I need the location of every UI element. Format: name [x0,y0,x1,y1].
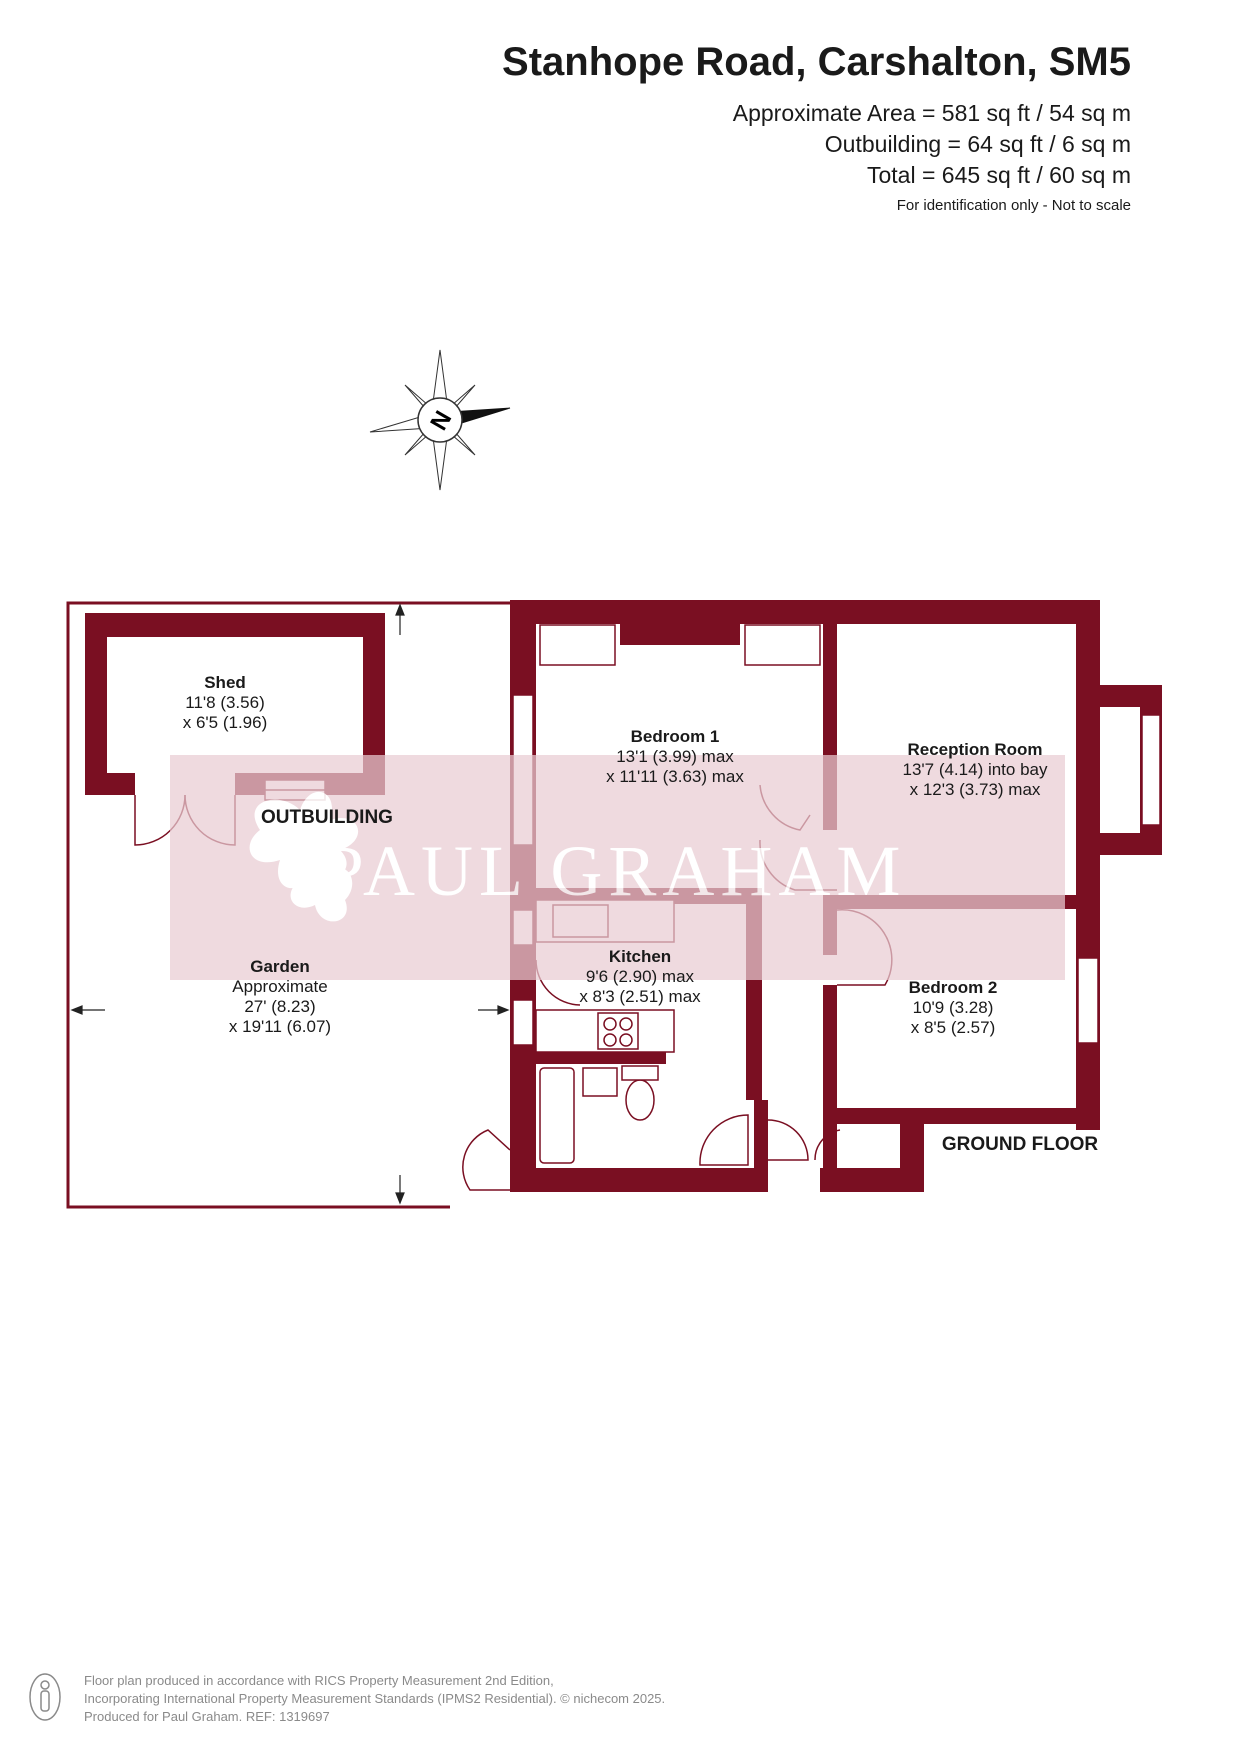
garden-dim1: 27' (8.23) [244,997,315,1016]
kitchen-dim1: 9'6 (2.90) max [586,967,695,986]
kitchen-name: Kitchen [609,947,671,966]
shed-dim2: x 6'5 (1.96) [183,713,268,732]
outbuilding-area: Outbuilding = 64 sq ft / 6 sq m [824,131,1131,157]
reception-dim1: 13'7 (4.14) into bay [902,760,1048,779]
basin-icon [582,1067,618,1097]
outbuilding-label: OUTBUILDING [261,807,393,828]
bedroom2-name: Bedroom 2 [909,978,998,997]
reception-name: Reception Room [907,740,1042,759]
leaf-logo-icon [249,791,359,922]
person-scale-icon [29,1673,61,1721]
page-title: Stanhope Road, Carshalton, SM5 [502,40,1131,84]
shed-name: Shed [204,673,246,692]
bedroom1-dim1: 13'1 (3.99) max [616,747,734,766]
garden-boundary [66,601,510,1209]
watermark-text: PAUL GRAHAM [324,831,907,911]
room-labels: Shed 11'8 (3.56) x 6'5 (1.96) OUTBUILDIN… [183,673,1099,1155]
total-area: Total = 645 sq ft / 60 sq m [866,162,1131,188]
footer-line-1: Floor plan produced in accordance with R… [84,1673,554,1688]
ground-floor-label: GROUND FLOOR [942,1134,1098,1155]
garden-dim2: x 19'11 (6.07) [229,1017,331,1036]
bedroom1-name: Bedroom 1 [631,727,720,746]
approximate-area: Approximate Area = 581 sq ft / 54 sq m [732,100,1131,126]
compass-rose-icon: N [369,349,511,491]
watermark: PAUL GRAHAM [170,755,1065,980]
garden-name: Garden [250,957,310,976]
toilet-icon [625,1079,655,1121]
garden-dim0: Approximate [232,977,327,996]
garden-arrows [70,603,510,1205]
footer-line-2: Incorporating International Property Mea… [84,1691,666,1706]
bedroom2-dim1: 10'9 (3.28) [913,998,994,1017]
bedroom2-dim2: x 8'5 (2.57) [911,1018,996,1037]
shed-dim1: 11'8 (3.56) [185,693,264,712]
bathroom-fittings [539,1065,659,1164]
hob-icon [597,1012,639,1050]
bedroom1-dim2: x 11'11 (3.63) max [606,767,744,786]
scale-disclaimer: For identification only - Not to scale [896,197,1131,214]
footer-notes: Floor plan produced in accordance with R… [84,1672,665,1726]
bath-icon [539,1067,575,1164]
footer-line-3: Produced for Paul Graham. REF: 1319697 [84,1709,330,1724]
kitchen-dim2: x 8'3 (2.51) max [579,987,701,1006]
reception-dim2: x 12'3 (3.73) max [910,780,1041,799]
